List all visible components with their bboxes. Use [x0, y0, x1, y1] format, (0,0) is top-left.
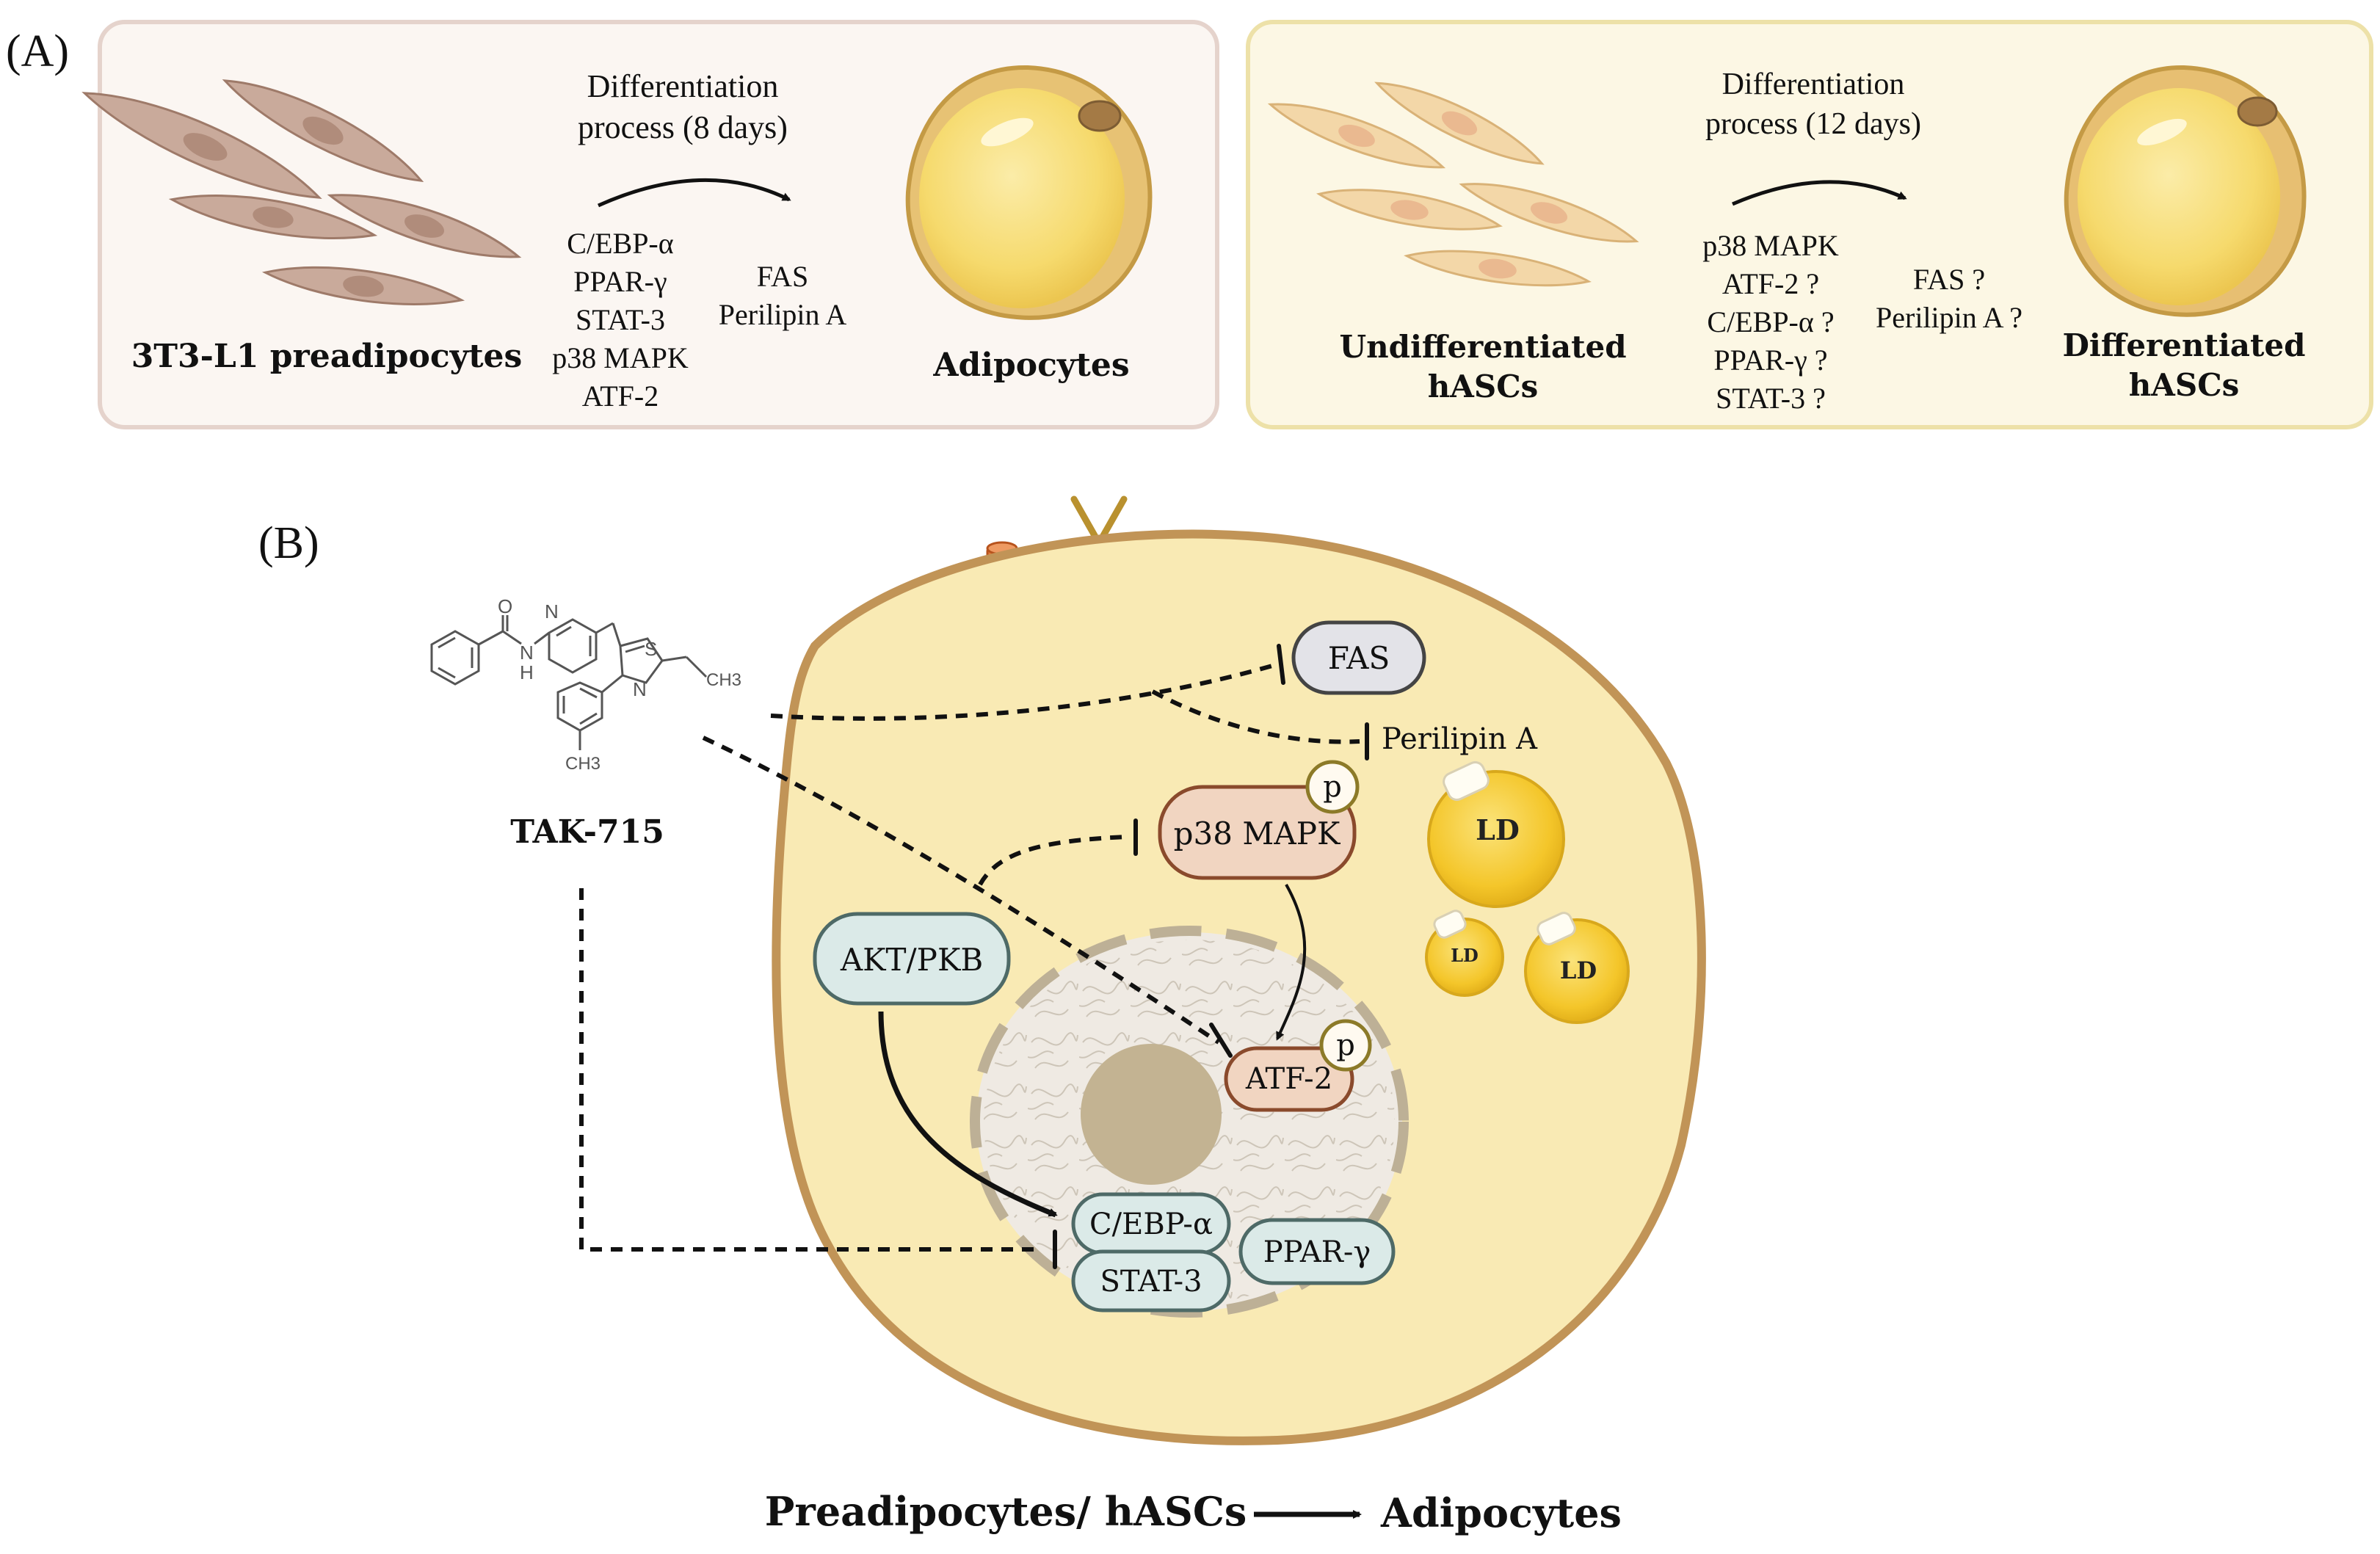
left-marker: C/EBP-α	[567, 227, 673, 260]
panel-b-label: (B)	[258, 518, 319, 568]
right-marker: p38 MAPK	[1702, 229, 1839, 262]
right-late-marker: Perilipin A ?	[1876, 301, 2022, 334]
atom-o: O	[498, 595, 512, 617]
phospho-label: p	[1336, 1028, 1355, 1062]
phospho-label: p	[1323, 770, 1342, 804]
stat3-pill: STAT-3	[1071, 1249, 1231, 1312]
atom-n-amide: N	[520, 642, 534, 664]
right-marker: ATF-2 ?	[1722, 267, 1819, 300]
hasc-cells-icon	[1267, 81, 1639, 287]
undiff-hasc-label-2: hASCs	[1428, 368, 1539, 404]
right-process-arrow	[1732, 180, 1907, 206]
nucleolus	[1081, 1044, 1222, 1185]
right-late-marker: FAS ?	[1913, 263, 1985, 296]
lipid-droplet-large: LD	[1427, 760, 1565, 908]
fas-label: FAS	[1328, 640, 1390, 676]
diff-hasc-label-2: hASCs	[2129, 367, 2240, 403]
right-marker: C/EBP-α ?	[1707, 305, 1834, 338]
p38-label: p38 MAPK	[1174, 816, 1341, 852]
ppar-label: PPAR-γ	[1263, 1235, 1371, 1269]
phospho-circle	[1319, 1019, 1372, 1072]
phospho-circle	[1305, 760, 1360, 814]
atom-s: S	[645, 638, 657, 660]
akt-to-cebp-arrow	[878, 1011, 1058, 1218]
left-marker: STAT-3	[576, 303, 665, 336]
left-process-title-1: Differentiation	[587, 68, 779, 104]
right-marker: PPAR-γ ?	[1713, 344, 1827, 377]
atom-n-thiazole: N	[633, 678, 647, 700]
diff-hasc-label-1: Differentiated	[2062, 327, 2305, 363]
right-process-title-1: Differentiation	[1722, 68, 1905, 101]
left-late-marker: FAS	[757, 260, 808, 293]
perilipin-label: Perilipin A	[1382, 722, 1538, 756]
tak715-structure-icon	[430, 615, 708, 750]
right-process-title-2: process (12 days)	[1705, 107, 1921, 141]
differentiated-hasc-icon	[2064, 65, 2307, 317]
left-late-marker: Perilipin A	[719, 298, 847, 331]
inhibit-fas-line	[770, 662, 1278, 721]
cebp-alpha-pill: C/EBP-α	[1071, 1192, 1231, 1255]
lipid-droplet-medium: LD	[1524, 912, 1630, 1024]
fas-pill: FAS	[1291, 620, 1426, 695]
cebp-label: C/EBP-α	[1089, 1208, 1213, 1241]
p38-to-atf2-arrow	[1276, 884, 1307, 1041]
panel-a-label: (A)	[6, 26, 69, 76]
left-process-title-2: process (8 days)	[578, 109, 788, 145]
left-markers-list: C/EBP-α PPAR-γ STAT-3 p38 MAPK ATF-2	[552, 227, 689, 413]
atom-ethyl: CH3	[706, 670, 741, 690]
right-marker: STAT-3 ?	[1716, 382, 1826, 415]
nucleus	[970, 926, 1409, 1318]
adipocyte-icon	[905, 65, 1153, 320]
ppar-gamma-pill: PPAR-γ	[1238, 1218, 1396, 1285]
compound-name: TAK-715	[510, 813, 664, 851]
left-process-arrow	[597, 178, 791, 208]
preadipocyte-cells-icon	[81, 79, 522, 305]
undiff-hasc-label-1: Undifferentiated	[1339, 329, 1626, 365]
preadipocyte-label: 3T3-L1 preadipocytes	[131, 338, 523, 375]
bottom-from-label: Preadipocytes/ hASCs	[765, 1488, 1247, 1535]
atf2-label: ATF-2	[1245, 1062, 1332, 1096]
atom-h: H	[520, 661, 534, 683]
atom-n-pyridine: N	[545, 600, 559, 622]
right-late-markers: FAS ? Perilipin A ?	[1876, 263, 2022, 334]
p38-mapk-pill: p38 MAPK p	[1158, 760, 1360, 880]
inhibition-lines	[579, 662, 1360, 1252]
bottom-to-label: Adipocytes	[1380, 1489, 1622, 1536]
ld-label: LD	[1476, 813, 1520, 846]
left-marker: p38 MAPK	[552, 341, 689, 374]
akt-label: AKT/PKB	[840, 942, 983, 978]
akt-pkb-pill: AKT/PKB	[813, 912, 1011, 1006]
left-marker: PPAR-γ	[573, 265, 667, 298]
left-marker: ATF-2	[582, 380, 659, 413]
atom-methyl: CH3	[565, 754, 601, 774]
ld-label: LD	[1560, 956, 1597, 984]
left-late-markers: FAS Perilipin A	[719, 260, 847, 331]
atf2-pill: ATF-2 p	[1224, 1019, 1372, 1112]
stat3-label: STAT-3	[1100, 1265, 1202, 1299]
ld-label: LD	[1451, 945, 1479, 966]
inhibition-bars	[1053, 644, 1369, 1269]
inhibit-perilipin-line	[1151, 689, 1360, 744]
inhibit-p38-line	[978, 835, 1128, 886]
inhibit-cebp-line	[579, 888, 1042, 1252]
right-markers-list: p38 MAPK ATF-2 ? C/EBP-α ? PPAR-γ ? STAT…	[1702, 229, 1839, 415]
lipid-droplet-small: LD	[1425, 909, 1504, 997]
adipocytes-label: Adipocytes	[932, 346, 1129, 384]
